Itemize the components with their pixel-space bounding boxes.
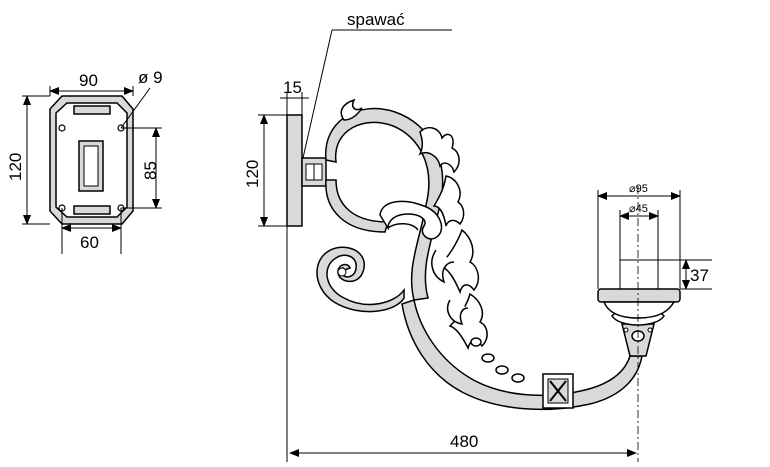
socket-flange xyxy=(597,288,681,303)
reach-label: 480 xyxy=(450,432,478,451)
outer-diameter-label: ⌀95 xyxy=(629,183,648,195)
weld-label: spawać xyxy=(347,10,405,29)
plate-thickness-label: 15 xyxy=(283,78,302,97)
side-bracket-view: spawać 15 120 xyxy=(243,10,712,462)
upper-scroll xyxy=(325,107,444,301)
hole-spacing-v-label: 85 xyxy=(141,161,160,180)
wall-plate-side xyxy=(286,114,303,227)
plate-height-label: 120 xyxy=(6,153,25,181)
inner-diameter-label: ⌀45 xyxy=(629,203,648,215)
socket-height-label: 37 xyxy=(690,266,709,285)
plate-width-label: 90 xyxy=(79,71,98,90)
hole-diameter-label: ø 9 xyxy=(138,68,163,87)
main-arm xyxy=(401,299,643,411)
front-plate-view: 90 ø 9 120 85 60 xyxy=(6,68,163,254)
lower-scroll xyxy=(316,246,405,313)
hole-spacing-h-label: 60 xyxy=(80,233,99,252)
mount-hole xyxy=(58,124,66,132)
side-height-label: 120 xyxy=(243,160,262,188)
